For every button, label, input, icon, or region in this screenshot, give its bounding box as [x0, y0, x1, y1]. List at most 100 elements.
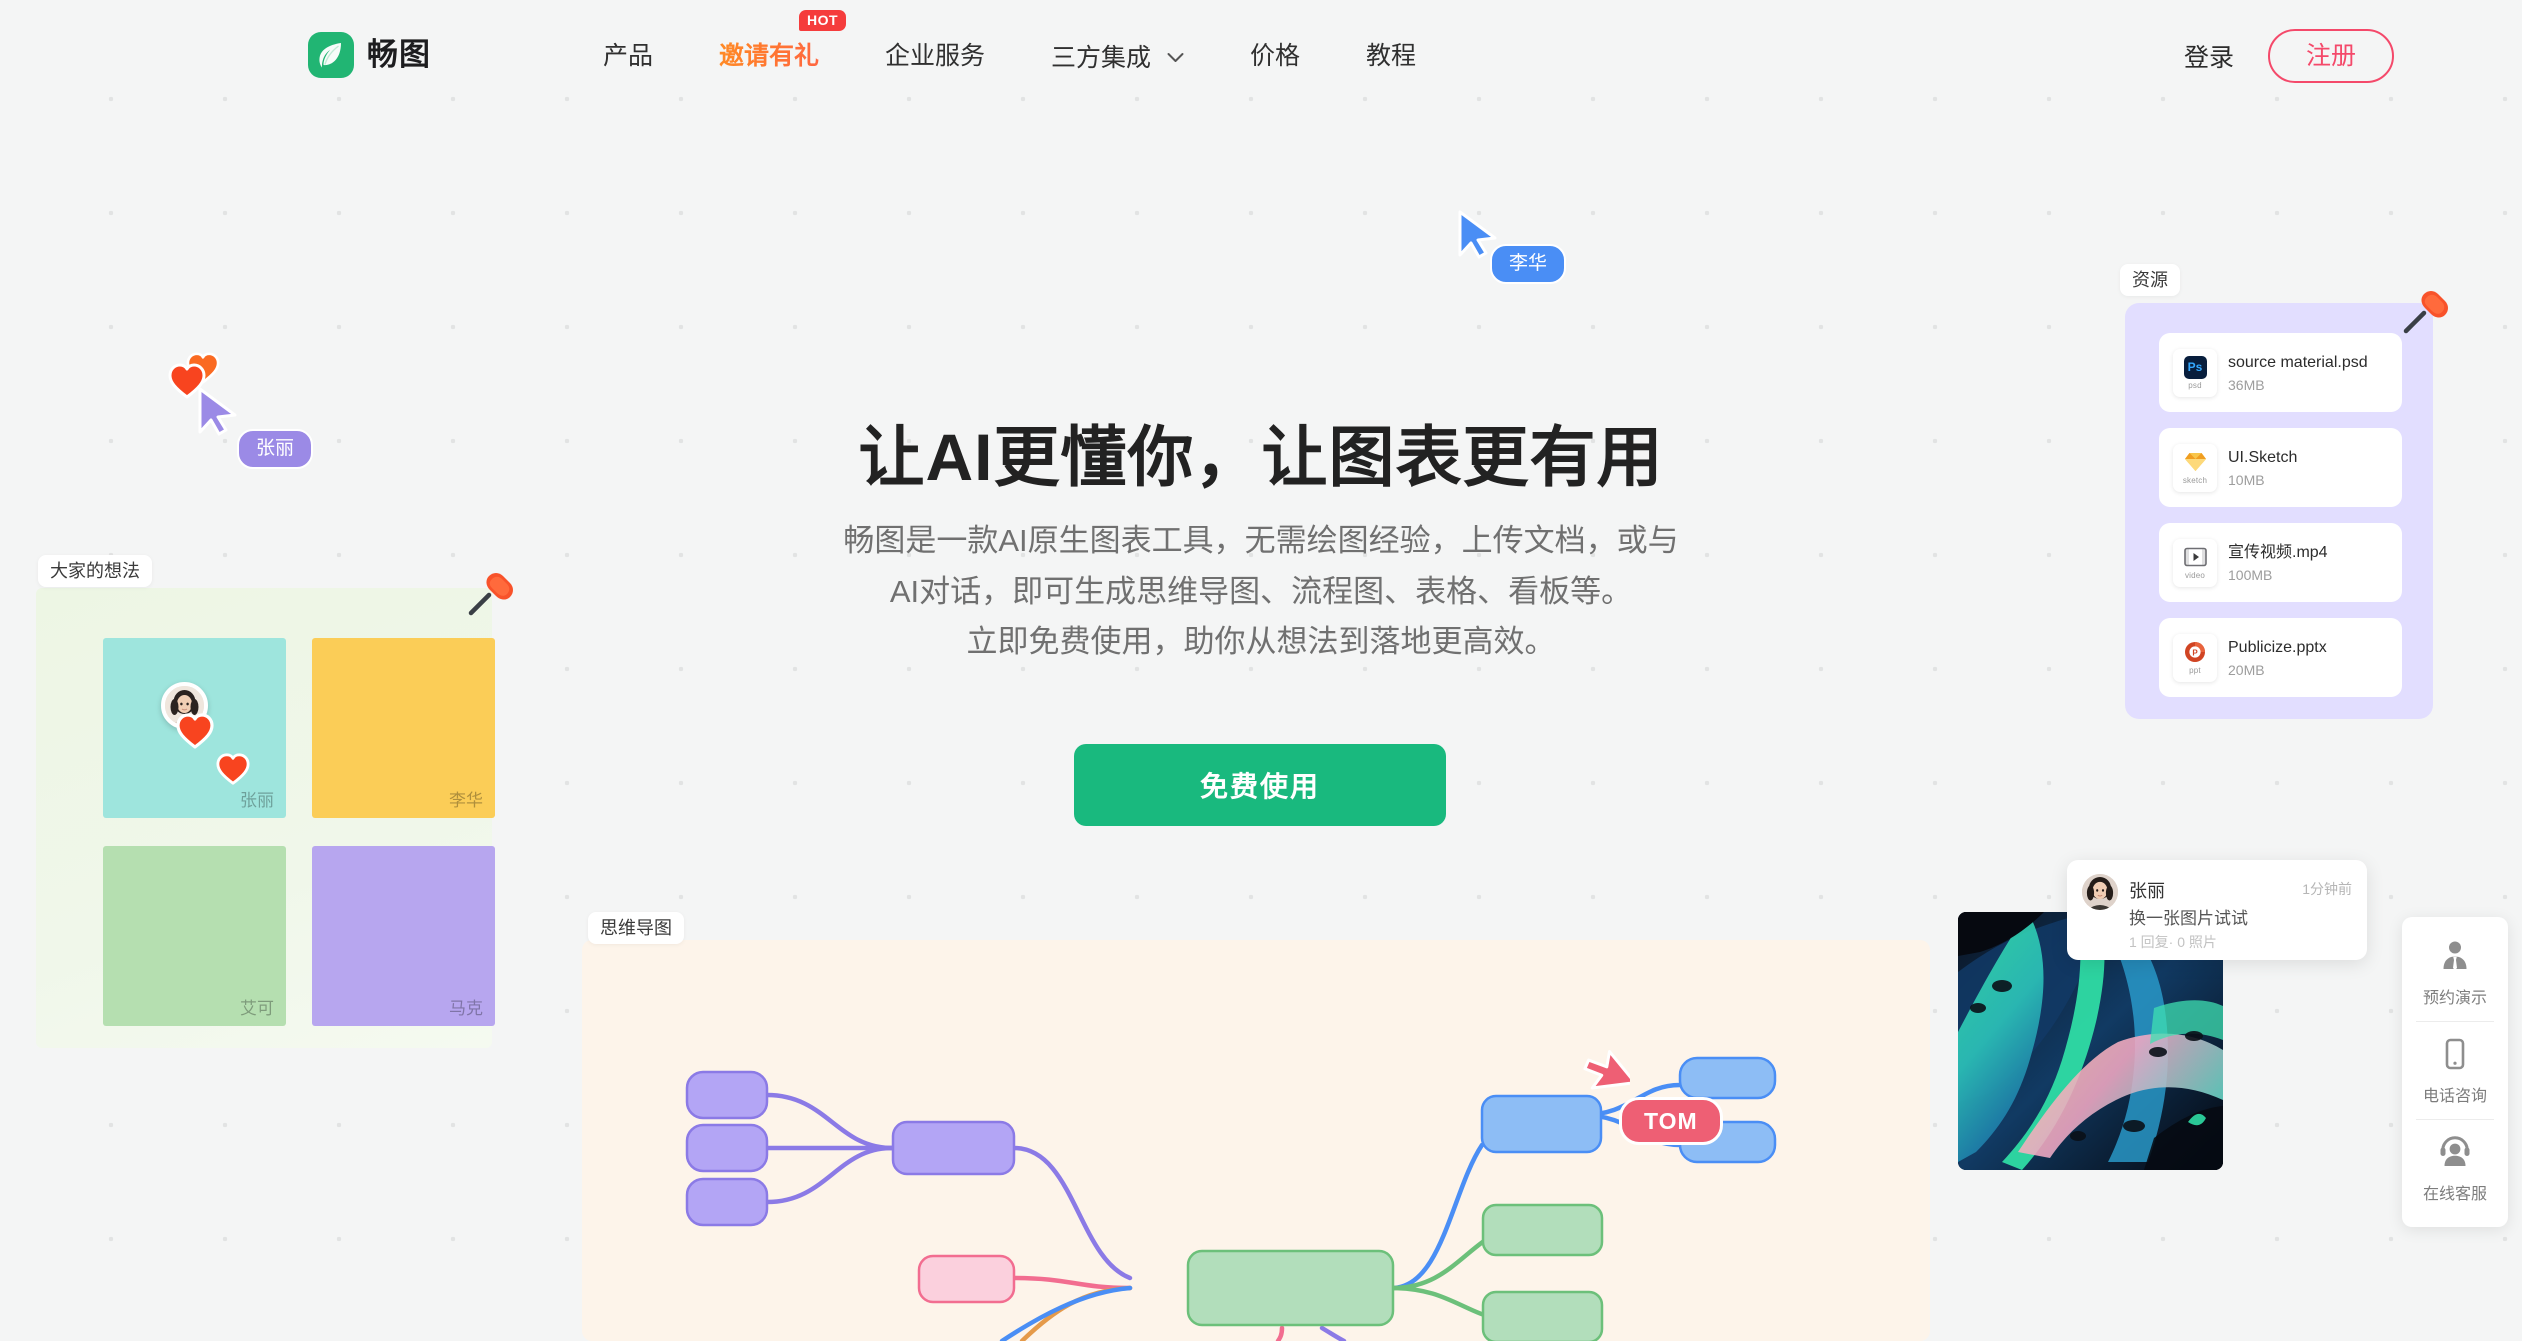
nav-item-enterprise-service[interactable]: 企业服务 — [852, 0, 1018, 112]
nav-label: 产品 — [603, 42, 654, 70]
comment-card[interactable]: 张丽 1分钟前 换一张图片试试 1 回复· 0 照片 — [2067, 860, 2367, 960]
pushpin-icon — [465, 567, 517, 619]
mindmap-node — [891, 1120, 1016, 1176]
mindmap-node — [1481, 1290, 1604, 1341]
psd-file-icon: Ps psd — [2173, 348, 2217, 397]
sticky-note-author: 张丽 — [240, 791, 274, 810]
mindmap-node — [685, 1070, 769, 1120]
resources-panel: Ps psd source material.psd 36MB sketch U… — [2125, 303, 2433, 719]
video-file-icon: video — [2173, 538, 2217, 587]
cursor-arrow-icon — [198, 387, 237, 436]
cursor-arrow-icon — [1458, 210, 1497, 259]
login-link[interactable]: 登录 — [2183, 44, 2234, 72]
file-ext-label: video — [2184, 570, 2206, 580]
file-name: Publicize.pptx — [2228, 638, 2327, 656]
nav-item-pricing[interactable]: 价格 — [1217, 0, 1333, 112]
sticky-note[interactable]: 李华 — [312, 638, 495, 818]
mindmap-panel-tag: 思维导图 — [588, 912, 684, 944]
collaborator-cursor-zhangli: 张丽 — [195, 385, 314, 469]
mindmap-node — [1678, 1056, 1777, 1100]
chevron-down-icon — [1167, 0, 1184, 111]
comment-stats: 1 回复· 0 照片 — [2129, 934, 2217, 950]
mindmap-node — [917, 1254, 1016, 1304]
dock-item-online-support[interactable]: 在线客服 — [2402, 1119, 2508, 1217]
file-ext-label: ppt — [2189, 665, 2201, 675]
auth-actions: 登录 注册 — [2184, 0, 2394, 112]
dock-item-label: 在线客服 — [2422, 1186, 2487, 1203]
artwork-thumbnail[interactable] — [1958, 912, 2223, 1170]
cursor-arrow-icon — [1580, 1044, 1637, 1107]
dock-item-label: 预约演示 — [2422, 990, 2487, 1007]
nav-item-tutorial[interactable]: 教程 — [1333, 0, 1449, 112]
sticky-note-author: 李华 — [449, 791, 483, 810]
mindmap-canvas — [685, 1056, 1777, 1341]
dock-item-book-demo[interactable]: 预约演示 — [2402, 923, 2508, 1021]
cursor-name-chip: TOM — [1619, 1097, 1723, 1146]
pushpin-icon — [2400, 285, 2452, 337]
dock-item-label: 电话咨询 — [2422, 1088, 2487, 1105]
file-size: 36MB — [2228, 376, 2265, 393]
ppt-file-icon: P ppt — [2173, 633, 2217, 682]
dock-item-phone-consult[interactable]: 电话咨询 — [2402, 1021, 2508, 1119]
nav-label: 三方集成 — [1051, 43, 1152, 72]
mindmap-panel[interactable] — [582, 940, 1930, 1341]
file-size: 100MB — [2228, 566, 2273, 583]
file-glyph: P — [2184, 641, 2207, 664]
phone-icon — [2438, 1037, 2472, 1076]
ideas-board-panel: 张丽 李华 艾可 马克 — [36, 588, 495, 1048]
file-name: source material.psd — [2228, 353, 2368, 371]
sticky-note[interactable]: 艾可 — [103, 846, 286, 1026]
file-name: 宣传视频.mp4 — [2228, 543, 2328, 561]
list-item[interactable]: P ppt Publicize.pptx 20MB — [2159, 618, 2402, 697]
file-glyph: Ps — [2183, 355, 2207, 379]
comment-timestamp: 1分钟前 — [2302, 881, 2352, 897]
mindmap-node — [685, 1177, 769, 1227]
resources-panel-tag: 资源 — [2120, 264, 2180, 296]
nav-label: 企业服务 — [885, 42, 986, 70]
file-size: 10MB — [2228, 471, 2265, 488]
sketch-file-icon: sketch — [2173, 443, 2217, 492]
signup-button[interactable]: 注册 — [2267, 28, 2394, 84]
nav-label: 邀请有礼 — [719, 42, 820, 70]
sticky-note-author: 马克 — [449, 999, 483, 1018]
nav-label: 教程 — [1366, 42, 1417, 70]
collaborator-cursor-lihua: 李华 — [1455, 208, 1567, 284]
mindmap-node — [1186, 1249, 1395, 1327]
file-glyph — [2183, 546, 2207, 569]
file-glyph — [2184, 451, 2207, 474]
main-navigation: 产品 邀请有礼 HOT 企业服务 三方集成 价格 教程 — [570, 0, 1449, 112]
headset-agent-icon — [2438, 1135, 2472, 1174]
list-item[interactable]: sketch UI.Sketch 10MB — [2159, 428, 2402, 507]
svg-text:P: P — [2192, 649, 2198, 658]
file-size: 20MB — [2228, 661, 2265, 678]
free-trial-cta-button[interactable]: 免费使用 — [1074, 744, 1446, 826]
mindmap-node — [1480, 1094, 1603, 1154]
sticky-note[interactable]: 马克 — [312, 846, 495, 1026]
leaf-logo-icon — [308, 32, 354, 78]
ideas-board-tag: 大家的想法 — [38, 555, 152, 587]
nav-item-invite-rewards[interactable]: 邀请有礼 HOT — [686, 0, 852, 112]
list-item[interactable]: video 宣传视频.mp4 100MB — [2159, 523, 2402, 602]
person-tie-icon — [2438, 939, 2472, 978]
brand-name: 畅图 — [367, 37, 431, 72]
file-ext-label: sketch — [2182, 475, 2208, 485]
comment-author: 张丽 — [2129, 881, 2165, 901]
nav-label: 价格 — [1250, 42, 1301, 70]
brand-logo[interactable]: 畅图 — [308, 32, 431, 78]
file-name: UI.Sketch — [2228, 448, 2298, 466]
mindmap-node — [685, 1123, 769, 1173]
file-ext-label: psd — [2188, 380, 2202, 390]
floating-contact-dock: 预约演示 电话咨询 在线客服 — [2402, 917, 2508, 1227]
sticky-note-author: 艾可 — [240, 999, 274, 1018]
site-header: 畅图 产品 邀请有礼 HOT 企业服务 三方集成 价格 教程 登录 注册 — [0, 0, 2522, 112]
cursor-name-chip: 李华 — [1490, 244, 1567, 284]
nav-item-integrations[interactable]: 三方集成 — [1018, 0, 1217, 114]
nav-item-product[interactable]: 产品 — [570, 0, 686, 112]
list-item[interactable]: Ps psd source material.psd 36MB — [2159, 333, 2402, 412]
hot-badge: HOT — [798, 10, 847, 31]
mindmap-node — [1481, 1203, 1604, 1257]
heart-reaction-icon — [168, 363, 206, 404]
cursor-name-chip: 张丽 — [237, 429, 314, 469]
comment-text: 换一张图片试试 — [2129, 909, 2248, 928]
avatar — [2082, 874, 2118, 910]
